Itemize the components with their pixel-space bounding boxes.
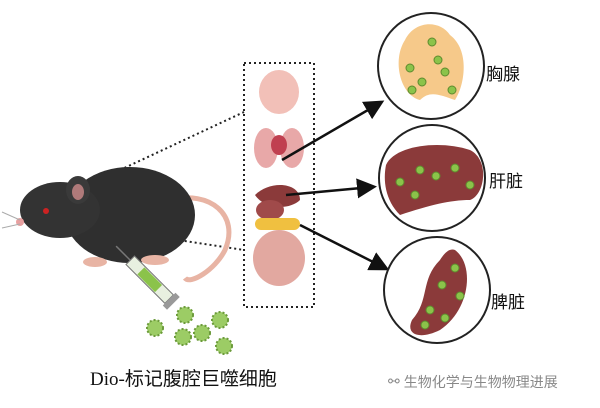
liver-label: 肝脏 <box>489 172 523 192</box>
syringe-icon <box>115 245 180 310</box>
arrow-to-liver <box>285 178 377 199</box>
spleen-label: 脾脏 <box>491 293 525 313</box>
arrow-to-thymus <box>281 100 385 162</box>
watermark: ⚯ 生物化学与生物物理进展 <box>388 372 558 392</box>
wechat-icon: ⚯ <box>388 374 400 390</box>
liver-circle <box>378 124 486 232</box>
macrophage-cells <box>146 306 233 355</box>
watermark-text: 生物化学与生物物理进展 <box>403 375 558 391</box>
organs-illustration <box>253 70 305 286</box>
zoom-line-top <box>119 111 245 171</box>
thymus-circle <box>377 12 485 120</box>
organs-box <box>243 62 315 308</box>
zoom-line-bottom <box>164 237 245 251</box>
spleen-circle <box>383 236 491 344</box>
arrow-to-spleen <box>299 223 390 271</box>
mouse-illustration <box>1 167 232 283</box>
thymus-label: 胸腺 <box>486 65 520 85</box>
caption: Dio-标记腹腔巨噬细胞 <box>90 369 277 390</box>
